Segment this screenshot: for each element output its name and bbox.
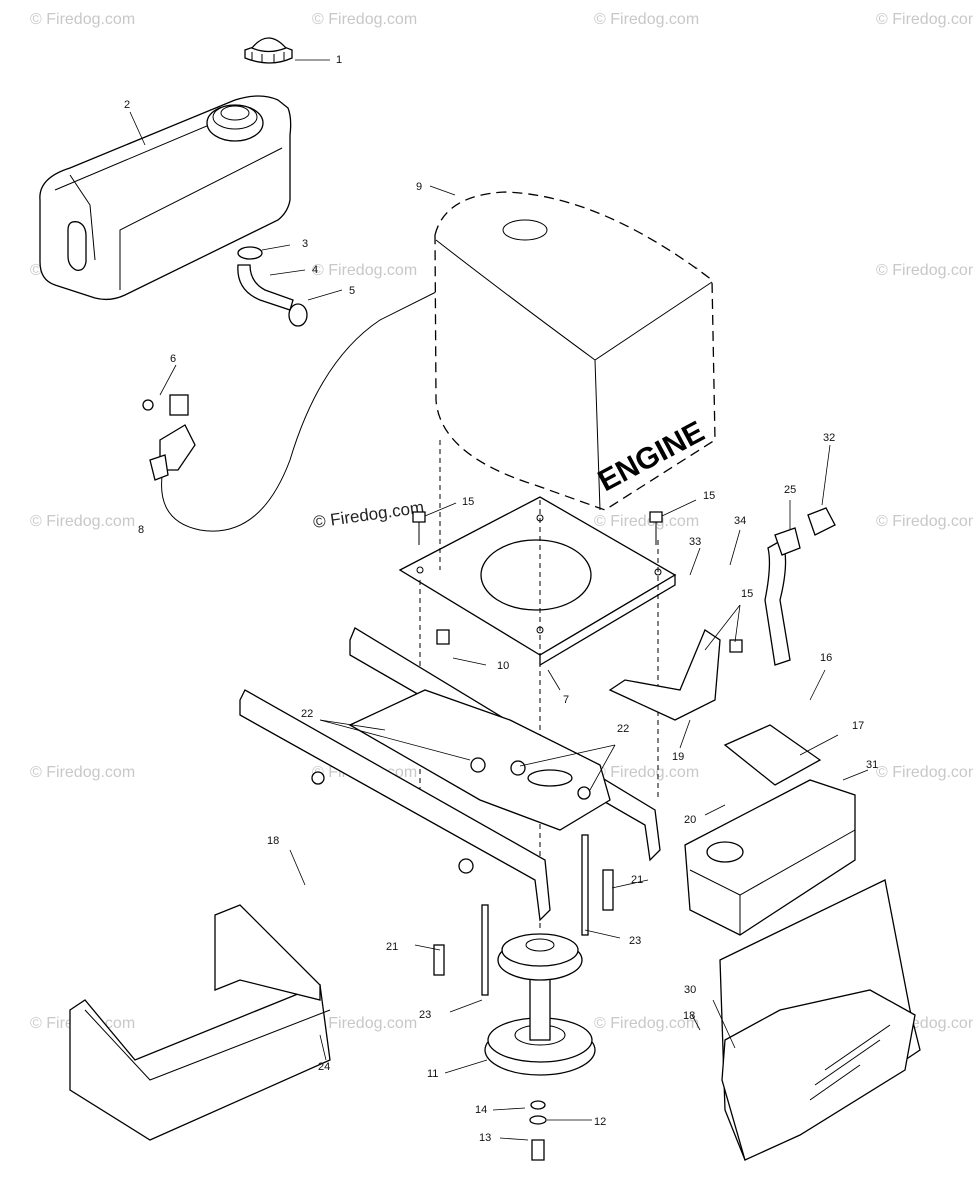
callout-1: 1	[336, 54, 342, 66]
bolt	[412, 511, 426, 545]
watermark: © Firedog.com	[312, 1015, 417, 1032]
callout-3: 3	[302, 238, 308, 250]
callout-19: 19	[672, 751, 684, 763]
callout-31: 31	[866, 759, 878, 771]
watermark: © Firedog.com	[876, 11, 973, 28]
pulley-hardware	[529, 1100, 547, 1161]
watermark: © Firedog.com	[312, 11, 417, 28]
bolts	[412, 511, 743, 653]
callout-18: 18	[267, 835, 279, 847]
engine-pulley	[484, 933, 596, 1076]
callout-11: 11	[427, 1068, 438, 1080]
callout-21: 21	[631, 874, 643, 886]
muffler	[684, 779, 856, 936]
callout-23: 23	[419, 1009, 431, 1021]
callout-32: 32	[823, 432, 835, 444]
callout-5: 5	[349, 285, 355, 297]
tractor-frame	[239, 627, 661, 922]
callout-15: 15	[703, 490, 715, 502]
callout-18: 18	[683, 1010, 695, 1022]
callout-23: 23	[629, 935, 641, 947]
watermark: © Firedog.com	[594, 11, 699, 28]
callout-4: 4	[312, 264, 318, 276]
callout-20: 20	[684, 814, 696, 826]
callout-10: 10	[497, 660, 509, 672]
callout-8: 8	[138, 524, 144, 536]
bolt	[649, 511, 663, 545]
fuel-cap	[244, 37, 293, 64]
exhaust-pipe	[764, 507, 836, 666]
battery-tray	[69, 904, 331, 1141]
watermark: © Firedog.com	[30, 11, 135, 28]
callout-33: 33	[689, 536, 701, 548]
watermark: © Firedog.com	[30, 764, 135, 781]
watermark: © Firedog.com	[876, 764, 973, 781]
callout-22: 22	[617, 723, 629, 735]
callout-9: 9	[416, 181, 422, 193]
callout-14: 14	[475, 1104, 487, 1116]
muffler-bracket	[608, 629, 822, 786]
heat-shield	[719, 879, 921, 1161]
callout-24: 24	[318, 1061, 330, 1073]
callout-7: 7	[563, 694, 569, 706]
studs	[433, 834, 614, 996]
callout-6: 6	[170, 353, 176, 365]
watermark: © Firedog.com	[876, 262, 973, 279]
fuel-tank	[39, 95, 292, 301]
watermark: © Firedog.com	[594, 1015, 699, 1032]
callout-22: 22	[301, 708, 313, 720]
callout-34: 34	[734, 515, 746, 527]
callout-15: 15	[462, 496, 474, 508]
callout-16: 16	[820, 652, 832, 664]
engine-mount-plate	[398, 496, 677, 667]
watermark: © Firedog.com	[876, 513, 973, 530]
callout-21: 21	[386, 941, 398, 953]
throttle-control	[142, 289, 441, 532]
leader-lines	[129, 59, 869, 1141]
callout-12: 12	[594, 1116, 606, 1128]
callout-15: 15	[741, 588, 753, 600]
watermark-dark: © Firedog.com	[312, 498, 425, 532]
watermark: © Firedog.com	[594, 513, 699, 530]
watermark: © Firedog.com	[312, 262, 417, 279]
callout-17: 17	[852, 720, 864, 732]
callout-30: 30	[684, 984, 696, 996]
callouts: 1 2 3 4 5 6 7 8 9 10 11 12 13 14 15 15 1…	[124, 54, 878, 1144]
callout-2: 2	[124, 99, 130, 111]
engine: ENGINE	[434, 191, 716, 511]
fuel-hose-assembly	[237, 246, 308, 327]
bolt	[436, 629, 450, 645]
watermark: © Firedog.com	[594, 764, 699, 781]
callout-25: 25	[784, 484, 796, 496]
watermark: © Firedog.com	[30, 513, 135, 530]
bolt	[729, 639, 743, 653]
callout-13: 13	[479, 1132, 491, 1144]
